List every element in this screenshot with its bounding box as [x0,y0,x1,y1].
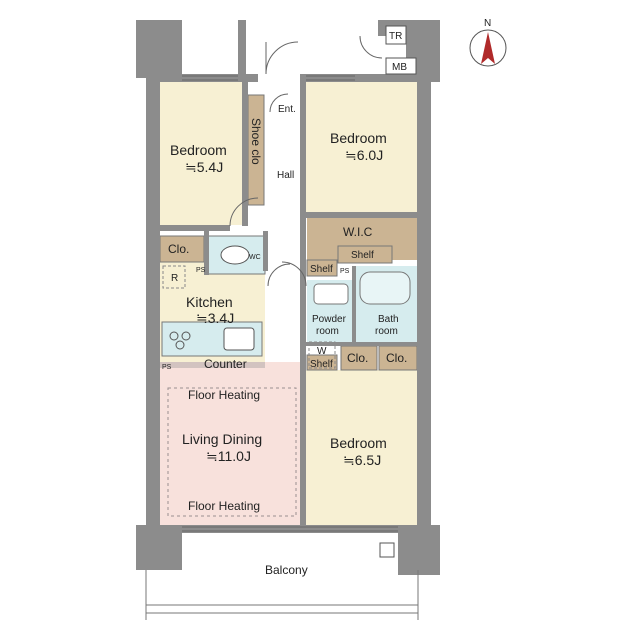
cooktop-burner-2 [181,331,191,341]
powder-room-label-1: Powder [312,314,347,325]
bedroom-se-area [305,370,417,525]
bedroom-ne-area [305,82,417,212]
bath-room-label-2: room [375,326,398,337]
wic-shelf [337,245,393,264]
vanity-sink [313,283,349,305]
balcony-label: Balcony [265,563,308,577]
wc-label: WC [249,254,261,261]
bedroom-ne-size: ≒6.0J [345,147,383,163]
meter-box-label: MB [392,62,407,73]
entrance-label: Ent. [278,104,296,115]
balcony-railing [145,570,419,620]
closet-se-1 [340,345,378,371]
powder-shelf-label: Shelf [310,359,333,370]
balcony-outlet [379,542,395,558]
living-dining-area [160,362,305,525]
kitchen-size: ≒3.4J [196,310,234,326]
bedroom-ne-name: Bedroom [330,130,387,146]
wic-label: W.I.C [343,225,373,239]
kitchen-name: Kitchen [186,294,233,310]
refrigerator-label: R [171,273,178,284]
hall-label: Hall [277,170,294,181]
compass-label: N [484,18,491,29]
toilet-icon [220,245,250,265]
bath-room-label-1: Bath [378,314,399,325]
closet-se-1-label: Clo. [347,351,368,365]
bedroom-nw-area [160,82,248,225]
pipe-space-kitchen: PS [162,364,172,371]
walls [136,20,440,575]
powder-shelf [306,354,338,371]
pipe-space-wc: PS [196,267,206,274]
pipe-space-wic: PS [340,268,350,275]
cooktop-burner-1 [169,331,179,341]
shoe-closet-label: Shoe clo [249,118,263,165]
cooktop-burner-3 [175,340,185,350]
refrigerator-space [162,265,186,289]
powder-room-label-2: room [316,326,339,337]
doors [229,35,383,287]
wic-shelf-label: Shelf [351,250,374,261]
washer-label: W [317,346,327,357]
bedroom-se-size: ≒6.5J [343,452,381,468]
trunk-room-box [385,25,407,45]
windows [182,75,398,532]
meter-box [385,57,417,75]
bedroom-nw-size: ≒5.4J [185,159,223,175]
floor-heating-zone [167,387,297,517]
kitchen-sink [223,327,255,351]
bathtub [359,271,411,305]
compass-icon [469,29,507,67]
wic-shelf-small-label: Shelf [310,264,333,275]
closet-west-label: Clo. [168,242,189,256]
counter-label: Counter [204,357,247,371]
bedroom-nw-name: Bedroom [170,142,227,158]
floor-heating-top: Floor Heating [188,388,260,402]
wic-shelf-small [306,259,338,277]
living-dining-name: Living Dining [182,431,262,447]
bedroom-se-name: Bedroom [330,435,387,451]
closet-se-2-label: Clo. [386,351,407,365]
floor-heating-bottom: Floor Heating [188,499,260,513]
living-dining-size: ≒11.0J [206,448,251,464]
trunk-room-label: TR [389,31,402,42]
